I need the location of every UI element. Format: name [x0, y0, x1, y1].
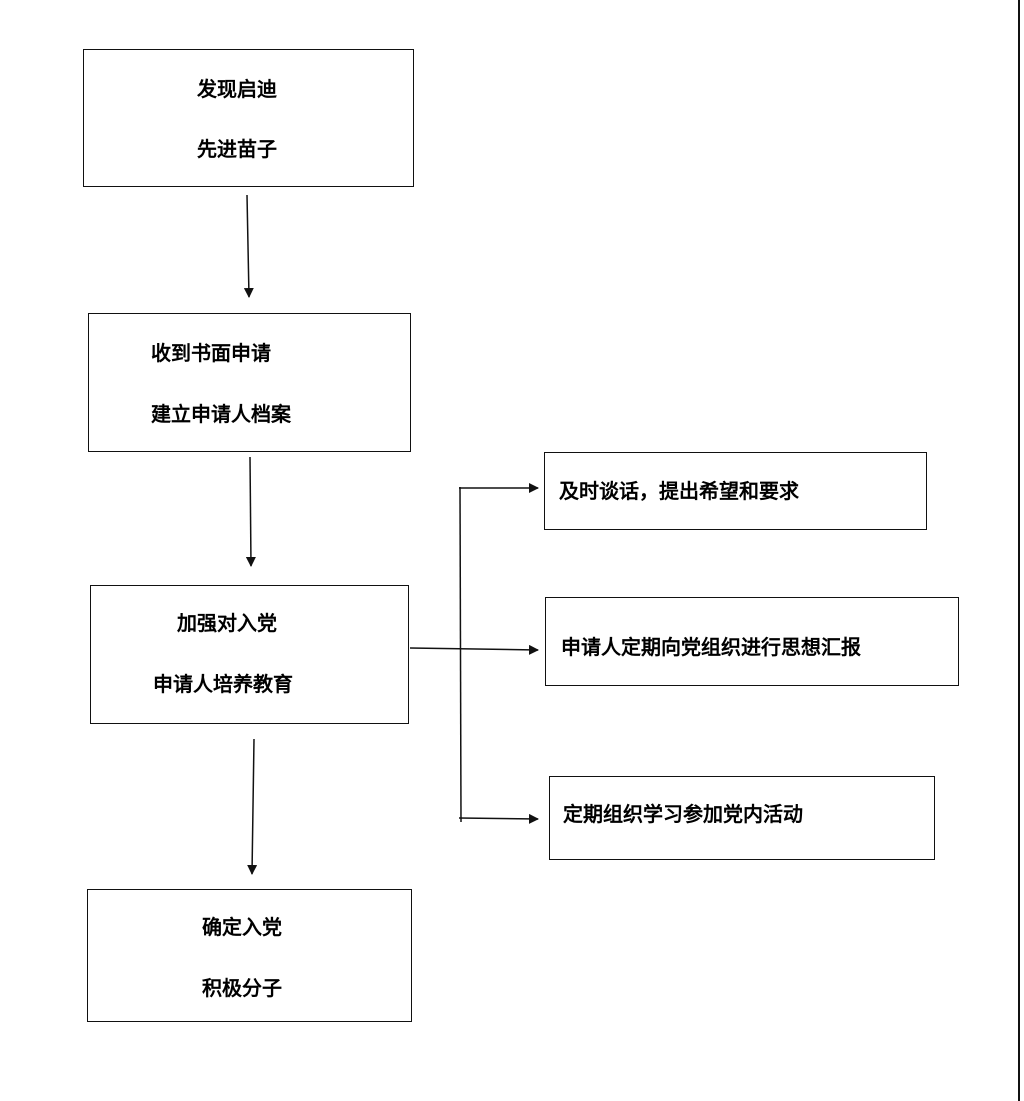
page-edge-line [1018, 0, 1020, 1101]
step-education-line-2: 申请人培养教育 [153, 672, 293, 696]
step-activist-line-2: 积极分子 [202, 976, 282, 1000]
step-application-line-1: 收到书面申请 [151, 341, 271, 365]
branch-box-study: 定期组织学习参加党内活动 [549, 776, 935, 860]
arrow-discover-to-application [243, 194, 254, 298]
branch-box-report: 申请人定期向党组织进行思想汇报 [545, 597, 959, 686]
step-application-line-2: 建立申请人档案 [151, 402, 291, 426]
arrow-education-to-report [409, 644, 539, 655]
step-box-activist: 确定入党 积极分子 [87, 889, 412, 1022]
step-box-discover: 发现启迪 先进苗子 [83, 49, 414, 187]
step-education-line-1: 加强对入党 [177, 611, 277, 635]
step-discover-line-2: 先进苗子 [197, 137, 277, 161]
branch-talk-text: 及时谈话，提出希望和要求 [559, 479, 799, 503]
arrow-application-to-education [245, 456, 256, 567]
branch-report-text: 申请人定期向党组织进行思想汇报 [561, 635, 861, 659]
branch-study-text: 定期组织学习参加党内活动 [563, 802, 803, 826]
arrow-spine-to-study [458, 813, 539, 824]
step-activist-line-1: 确定入党 [202, 915, 282, 939]
branch-vertical-spine [459, 486, 462, 823]
step-box-application: 收到书面申请 建立申请人档案 [88, 313, 411, 452]
step-discover-line-1: 发现启迪 [197, 77, 277, 101]
arrow-education-to-activist [247, 738, 258, 875]
branch-box-talk: 及时谈话，提出希望和要求 [544, 452, 927, 530]
step-box-education: 加强对入党 申请人培养教育 [90, 585, 409, 724]
